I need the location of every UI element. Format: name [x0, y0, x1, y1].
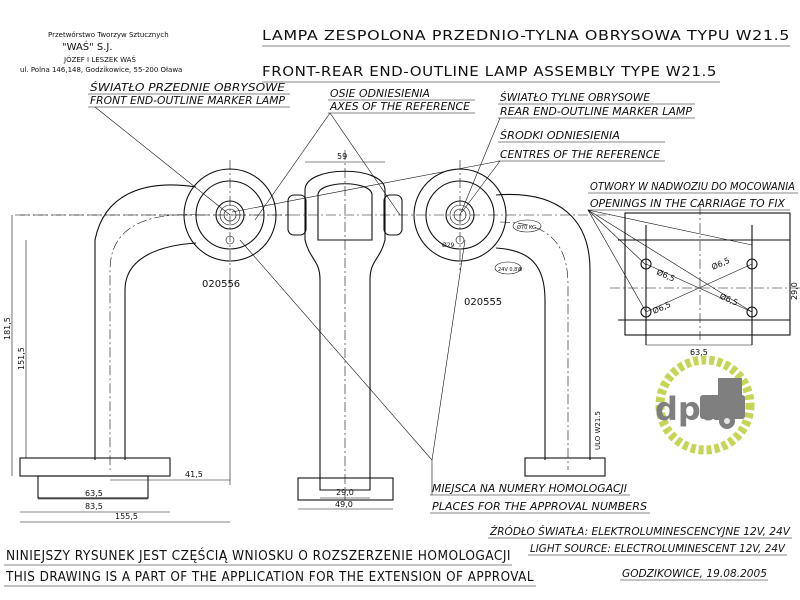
company-line1: Przetwórstwo Tworzyw Sztucznych [48, 31, 169, 39]
front-lamp-label: ŚWIATŁO PRZEDNIE OBRYSOWE FRONT END-OUTL… [88, 81, 290, 216]
svg-text:Ø6,5: Ø6,5 [651, 299, 672, 316]
svg-text:155,5: 155,5 [115, 512, 138, 521]
mounting-holes-view: Ø6,5 Ø6,5 Ø6,5 Ø6,5 63,5 29,0 [610, 205, 800, 357]
small-code-label: Ø29 [442, 242, 455, 249]
company-address: ul. Polna 146,148, Godzikowice, 55-200 O… [20, 66, 182, 74]
side-view: 59 [287, 150, 403, 501]
svg-text:49,0: 49,0 [335, 500, 353, 509]
svg-text:ŚRODKI ODNIESIENIA: ŚRODKI ODNIESIENIA [500, 129, 620, 142]
title-en: FRONT-REAR END-OUTLINE LAMP ASSEMBLY TYP… [262, 64, 717, 80]
svg-text:REAR END-OUTLINE MARKER LAMP: REAR END-OUTLINE MARKER LAMP [500, 105, 692, 118]
svg-text:LIGHT SOURCE: ELECTROLUMINESCE: LIGHT SOURCE: ELECTROLUMINESCENT 12V, 24… [530, 542, 786, 555]
ulo-label: ULO W21.5 [594, 411, 602, 450]
svg-text:FRONT END-OUTLINE MARKER LAMP: FRONT END-OUTLINE MARKER LAMP [90, 94, 285, 107]
svg-text:GODZIKOWICE, 19.08.2005: GODZIKOWICE, 19.08.2005 [622, 567, 767, 580]
svg-text:MIEJSCA NA NUMERY HOMOLOGACJI: MIEJSCA NA NUMERY HOMOLOGACJI [432, 482, 627, 495]
svg-text:181,5: 181,5 [3, 317, 12, 340]
light-source-label: ŹRÓDŁO ŚWIATŁA: ELEKTROLUMINESCENCYJNE 1… [488, 525, 792, 581]
svg-text:151,5: 151,5 [17, 347, 26, 370]
svg-text:AXES OF THE REFERENCE: AXES OF THE REFERENCE [329, 100, 470, 113]
rear-lamp-view: Ø29 Ø70 KG 24V 0,8W 020555 ULO W21.5 [20, 160, 610, 477]
company-owners: JÓZEF I LESZEK WAŚ [63, 55, 136, 64]
svg-text:ŚWIATŁO TYLNE OBRYSOWE: ŚWIATŁO TYLNE OBRYSOWE [500, 91, 650, 104]
company-name: "WAŚ" S.J. [62, 40, 113, 53]
svg-text:OTWORY W NADWOZIU DO MOCOWANIA: OTWORY W NADWOZIU DO MOCOWANIA [590, 180, 795, 193]
dim-59: 59 [337, 152, 347, 161]
svg-text:ŹRÓDŁO ŚWIATŁA: ELEKTROLUMINES: ŹRÓDŁO ŚWIATŁA: ELEKTROLUMINESCENCYJNE 1… [489, 525, 791, 538]
watermark-logo: dpa [655, 355, 755, 455]
svg-text:29,0: 29,0 [790, 282, 799, 300]
svg-text:41,5: 41,5 [185, 470, 203, 479]
svg-text:CENTRES OF THE REFERENCE: CENTRES OF THE REFERENCE [500, 148, 660, 161]
part-number-left: 020556 [202, 279, 240, 290]
svg-text:29,0: 29,0 [336, 488, 354, 497]
svg-text:63,5: 63,5 [85, 489, 103, 498]
svg-text:Ø6,5: Ø6,5 [710, 255, 731, 272]
watermark-text: dpa [655, 390, 722, 428]
svg-text:63,5: 63,5 [690, 348, 708, 357]
title-pl: LAMPA ZESPOLONA PRZEDNIO-TYLNA OBRYSOWA … [262, 28, 790, 44]
svg-text:OPENINGS IN THE CARRIAGE TO FI: OPENINGS IN THE CARRIAGE TO FIX [590, 197, 785, 210]
dimensions: 181,5 151,5 41,5 63,5 83,5 155,5 29,0 49… [3, 215, 393, 523]
badge-1: Ø70 KG [517, 224, 536, 231]
openings-label: OTWORY W NADWOZIU DO MOCOWANIA OPENINGS … [587, 180, 798, 313]
svg-text:Ø6,5: Ø6,5 [655, 267, 676, 284]
approval-places-label: MIEJSCA NA NUMERY HOMOLOGACJI PLACES FOR… [239, 239, 650, 514]
axes-label: OSIE ODNIESIENIA AXES OF THE REFERENCE [254, 87, 475, 221]
svg-text:83,5: 83,5 [85, 502, 103, 511]
svg-text:Ø6,5: Ø6,5 [718, 291, 739, 308]
front-lamp-view: 020556 [15, 160, 290, 499]
svg-text:THIS DRAWING IS A PART OF THE: THIS DRAWING IS A PART OF THE APPLICATIO… [5, 569, 534, 585]
approval-note: NINIEJSZY RYSUNEK JEST CZĘŚCIĄ WNIOSKU O… [4, 546, 536, 587]
badge-2: 24V 0,8W [498, 267, 522, 273]
rear-lamp-label: ŚWIATŁO TYLNE OBRYSOWE REAR END-OUTLINE … [231, 91, 695, 216]
svg-text:PLACES FOR THE APPROVAL NUMBER: PLACES FOR THE APPROVAL NUMBERS [432, 500, 647, 513]
svg-text:NINIEJSZY RYSUNEK JEST CZĘŚCIĄ: NINIEJSZY RYSUNEK JEST CZĘŚCIĄ WNIOSKU O… [6, 546, 511, 564]
svg-text:OSIE ODNIESIENIA: OSIE ODNIESIENIA [330, 87, 430, 100]
part-number-right: 020555 [464, 297, 502, 308]
svg-text:ŚWIATŁO PRZEDNIE OBRYSOWE: ŚWIATŁO PRZEDNIE OBRYSOWE [90, 81, 285, 94]
